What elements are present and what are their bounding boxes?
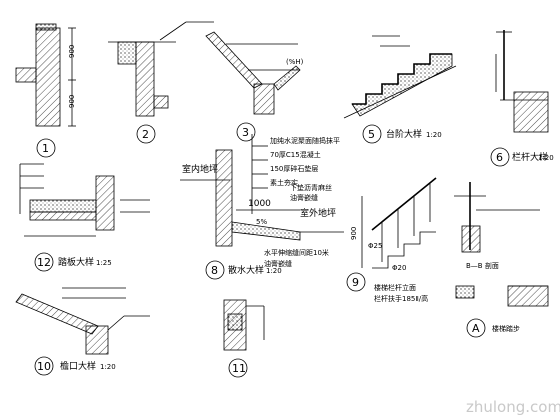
stair-profile-9 <box>372 231 436 269</box>
scale-5: 1:20 <box>426 131 442 139</box>
detail-number-2: 2 <box>142 128 149 141</box>
ring-beam-3 <box>253 83 275 115</box>
detail-marker-10 <box>34 356 54 376</box>
detail-number-8: 8 <box>211 264 218 277</box>
detail-number-3: 3 <box>242 126 249 139</box>
note-8-1: 70厚C15混凝土 <box>270 150 321 159</box>
bottom-note-8-0: 水平伸缩缝间距10米 <box>264 248 329 257</box>
detail-marker-3 <box>236 122 256 142</box>
wall-12 <box>95 175 115 231</box>
detail-marker-1 <box>36 138 56 158</box>
section-label-A: B—B 剖面 <box>466 261 499 270</box>
note-8-3: 素土夯实 <box>270 178 298 187</box>
subcaption-9: 栏杆扶手185Ⅱ/高 <box>374 294 428 303</box>
caption-10: 檐口大样 <box>60 360 96 372</box>
detail-6: 6 栏杆大样 1:20 <box>490 30 554 167</box>
coping-1 <box>35 23 57 31</box>
detail-12: 12 踏板大样 1:25 <box>19 163 150 272</box>
detail-11: 11 <box>223 299 265 378</box>
detail-5: 5 台阶大样 1:20 <box>343 35 457 144</box>
detail-3: (%H) 3 <box>205 31 304 142</box>
scale-10: 1:20 <box>100 363 116 371</box>
slab-stub-1 <box>15 67 37 83</box>
dim-9c: Φ20 <box>392 264 406 272</box>
dim-1b: 900 <box>68 95 76 108</box>
detail-number-10: 10 <box>37 360 51 373</box>
caption-12: 踏板大样 <box>58 256 94 268</box>
side-note-8-0: 油膏嵌缝 <box>290 193 318 202</box>
detail-number-A: A <box>472 322 480 335</box>
wall-section-2 <box>135 41 155 117</box>
scale-8: 1:20 <box>266 267 282 275</box>
detail-marker-2 <box>136 124 156 144</box>
note-8-2: 150厚碎石垫层 <box>270 164 318 173</box>
detail-marker-6 <box>490 147 510 167</box>
detail-marker-9 <box>346 272 366 292</box>
dim-9b: Φ25 <box>368 242 382 250</box>
detail-number-9: 9 <box>352 276 359 289</box>
watermark: zhulong.com <box>466 398 560 416</box>
roof-slab-3 <box>205 31 263 89</box>
caption-5: 台阶大样 <box>386 128 422 140</box>
ledge-2 <box>117 41 137 65</box>
apron-slab-8 <box>231 221 301 241</box>
detail-1: 900 900 1 <box>15 23 76 158</box>
detail-marker-12 <box>34 252 54 272</box>
slab-6 <box>513 91 549 133</box>
apron-width: 1000 <box>248 199 271 209</box>
detail-number-11: 11 <box>232 362 246 375</box>
detail-number-5: 5 <box>368 128 375 141</box>
foundation-wall-8 <box>215 149 233 247</box>
wall-section-1 <box>35 27 61 127</box>
detail-marker-11 <box>228 358 248 378</box>
bottom-note-8-1: 油膏嵌缝 <box>264 259 292 268</box>
detail-9: 900 Φ25 Φ20 9 楼梯栏杆立面 栏杆扶手185Ⅱ/高 <box>346 177 437 303</box>
caption-6: 栏杆大样 <box>512 151 548 163</box>
detail-2: 2 <box>108 21 214 144</box>
scale-12: 1:25 <box>96 259 112 267</box>
side-note-8-1: 下垫沥青麻丝 <box>290 183 332 192</box>
outdoor-level-label: 室外地坪 <box>300 207 336 219</box>
detail-number-1: 1 <box>42 142 49 155</box>
detail-8: 加纯水泥聚面随捣抹平 70厚C15混凝土 150厚碎石垫层 素土夯实 室内地坪 … <box>180 134 344 280</box>
detail-number-6: 6 <box>496 151 503 164</box>
tread-section-A <box>507 285 549 307</box>
dim-9a: 900 <box>350 227 358 240</box>
anchor-A <box>461 225 481 253</box>
caption-A: 楼梯踏步 <box>492 324 520 333</box>
dim-1a: 900 <box>68 45 76 58</box>
handrail-9 <box>371 177 437 231</box>
section-B-shape <box>455 285 475 299</box>
apron-slope: 5% <box>256 218 267 226</box>
caption-9: 楼梯栏杆立面 <box>374 283 416 292</box>
detail-number-12: 12 <box>37 256 51 269</box>
scale-6: 1:20 <box>538 154 554 162</box>
detail-marker-A <box>466 318 486 338</box>
indoor-level-label: 室内地坪 <box>182 163 218 175</box>
note-8-0: 加纯水泥聚面随捣抹平 <box>270 136 340 145</box>
detail-marker-5 <box>362 124 382 144</box>
caption-8: 散水大样 <box>228 264 264 276</box>
detail-marker-8 <box>205 260 225 280</box>
tread-slab-12 <box>29 199 97 213</box>
ring-beam-10 <box>85 325 109 355</box>
detail-10: 10 檐口大样 1:20 <box>15 287 150 376</box>
note-3: (%H) <box>286 58 304 66</box>
detail-A: B—B 剖面 A 楼梯踏步 <box>454 182 549 338</box>
